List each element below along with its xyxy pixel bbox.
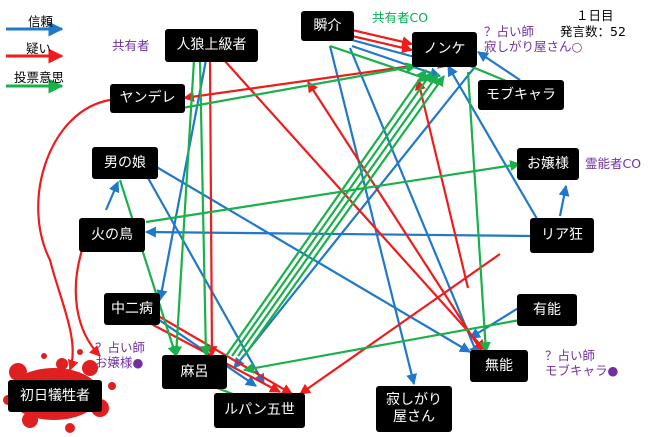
doubt-edge — [351, 34, 414, 54]
trust-edge — [477, 51, 521, 81]
doubt-edge — [206, 59, 218, 358]
doubt-edge — [37, 98, 111, 372]
node-first-day-victim: 初日犠牲者 — [8, 380, 102, 412]
vote-edge — [198, 59, 212, 358]
doubt-edge — [223, 59, 486, 351]
node-yuunou: 有能 — [517, 294, 577, 326]
munou-seer-note: ？占い師 モブキャラ● — [545, 348, 619, 378]
node-shunsuke: 瞬介 — [301, 11, 354, 41]
vote-edge — [171, 59, 196, 358]
node-mabo: 麻呂 — [162, 355, 227, 389]
vote-edge — [466, 71, 491, 354]
day-label: １日目 — [576, 8, 614, 23]
trust-edge — [328, 45, 417, 386]
trust-edge — [233, 67, 475, 369]
node-jinro-jokyusha: 人狼上級者 — [165, 29, 258, 62]
kyouyuusha-note: 共有者 — [112, 38, 150, 53]
node-hinotori: 火の鳥 — [79, 218, 145, 252]
vote-edge — [242, 318, 521, 374]
vote-edge — [118, 179, 179, 358]
node-nonke: ノンケ — [412, 32, 477, 67]
statement-count: 発言数：52 — [560, 24, 626, 39]
legend-vote-label: 投票意思 — [14, 70, 65, 85]
trust-edge — [469, 306, 521, 339]
node-mob-chara: モブキャラ — [478, 80, 564, 110]
legend-doubt-label: 疑い — [26, 41, 52, 56]
nonke-seer-note: ？占い師 寂しがり屋さん○ — [484, 24, 583, 54]
vote-edges — [118, 44, 530, 398]
node-otokonoko: 男の娘 — [92, 147, 158, 179]
vote-edge — [159, 62, 418, 114]
vote-edge — [231, 71, 433, 357]
trust-edge — [147, 177, 265, 385]
node-chuunibyou: 中二病 — [104, 293, 160, 325]
reinou-co-note: 霊能者CO — [585, 156, 642, 171]
doubt-edge — [307, 81, 487, 359]
doubt-edge — [414, 78, 470, 289]
doubt-edge — [351, 28, 414, 48]
mabo-seer-note: ？占い師 お嬢様● — [95, 340, 146, 370]
node-sabishigari: 寂しがり 屋さん — [376, 386, 452, 432]
trust-edge — [104, 180, 120, 211]
legend-trust-label: 信頼 — [28, 14, 54, 29]
doubt-edge — [147, 309, 293, 395]
legend-arrows — [6, 21, 64, 94]
trust-edge — [558, 184, 570, 217]
vote-edge — [145, 160, 522, 224]
vote-edge — [329, 44, 432, 83]
vote-edge — [243, 75, 445, 357]
kyouyuu-co-note: 共有者CO — [372, 10, 429, 25]
doubt-edge — [74, 249, 101, 357]
vote-edge — [237, 73, 439, 357]
node-munou: 無能 — [470, 350, 528, 382]
node-lupin-5: ルパン五世 — [214, 393, 305, 428]
doubt-edge — [182, 60, 441, 103]
node-riakyou: リア狂 — [530, 218, 594, 253]
node-yandere: ヤンデレ — [110, 84, 185, 113]
trust-edge — [348, 47, 480, 358]
doubt-edge — [299, 253, 501, 395]
trust-edge — [447, 65, 541, 225]
trust-edge — [156, 59, 208, 302]
node-ojousama: お嬢様 — [517, 148, 579, 180]
vote-edge — [225, 69, 427, 357]
trust-edge — [144, 226, 531, 238]
